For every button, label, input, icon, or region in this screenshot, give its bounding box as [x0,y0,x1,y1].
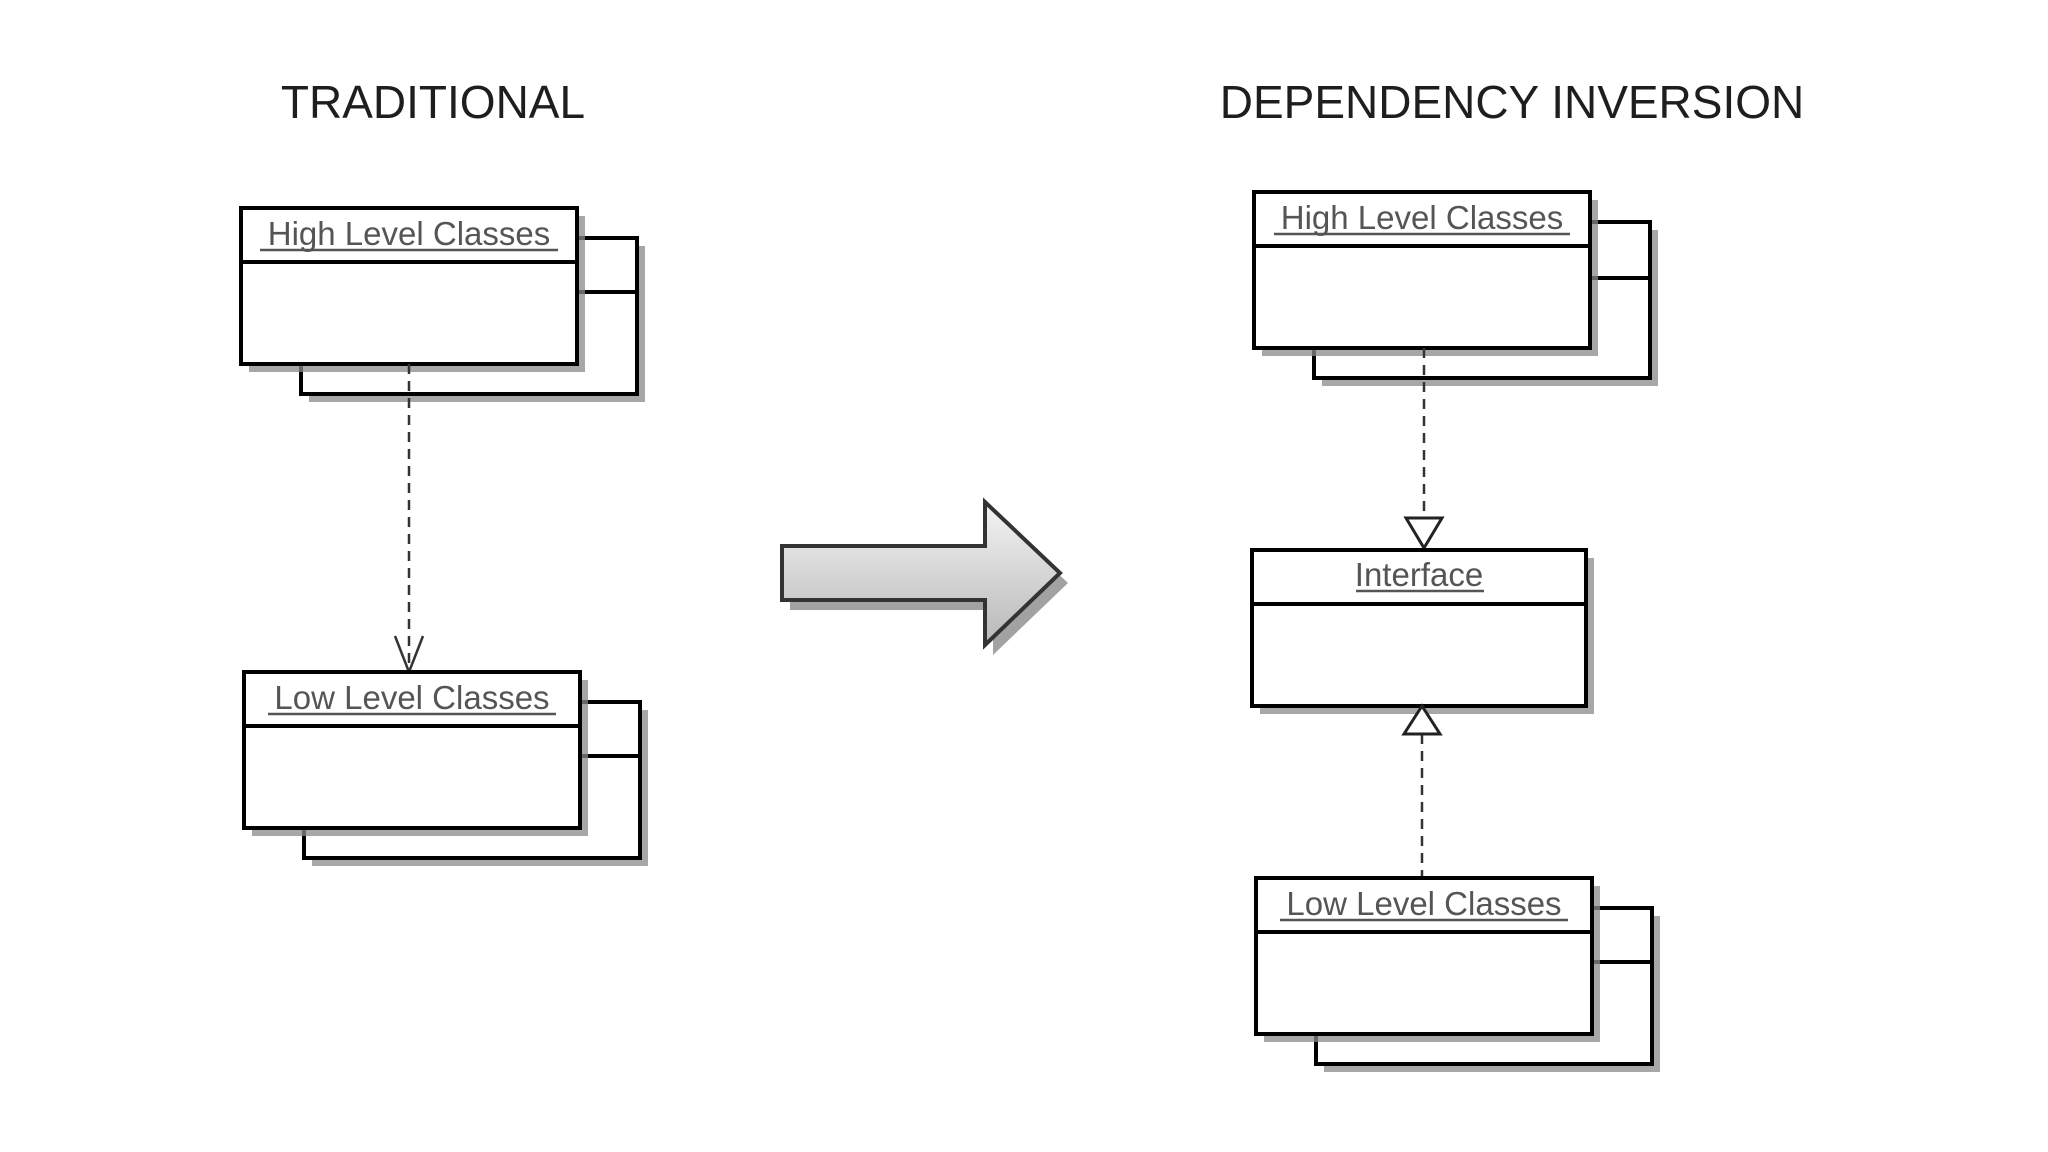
traditional-low-level-label: Low Level Classes [274,679,549,716]
transition-arrow-icon [780,497,1068,655]
inversion-low-level-classes: Low Level Classes [1254,876,1660,1072]
traditional-high-level-label: High Level Classes [268,215,550,252]
heading-dependency-inversion: DEPENDENCY INVERSION [1220,76,1805,128]
inversion-interface-label: Interface [1355,556,1483,593]
inversion-high-to-interface-arrow [1403,348,1445,551]
traditional-high-level-classes: High Level Classes [239,206,645,402]
traditional-dependency-arrow [393,364,425,676]
inversion-high-level-classes: High Level Classes [1252,190,1658,386]
inversion-low-to-interface-arrow [1401,703,1443,880]
traditional-low-level-classes: Low Level Classes [242,670,648,866]
inversion-low-level-label: Low Level Classes [1286,885,1561,922]
heading-traditional: TRADITIONAL [281,76,585,128]
inversion-high-level-label: High Level Classes [1281,199,1563,236]
inversion-interface: Interface [1250,548,1594,714]
